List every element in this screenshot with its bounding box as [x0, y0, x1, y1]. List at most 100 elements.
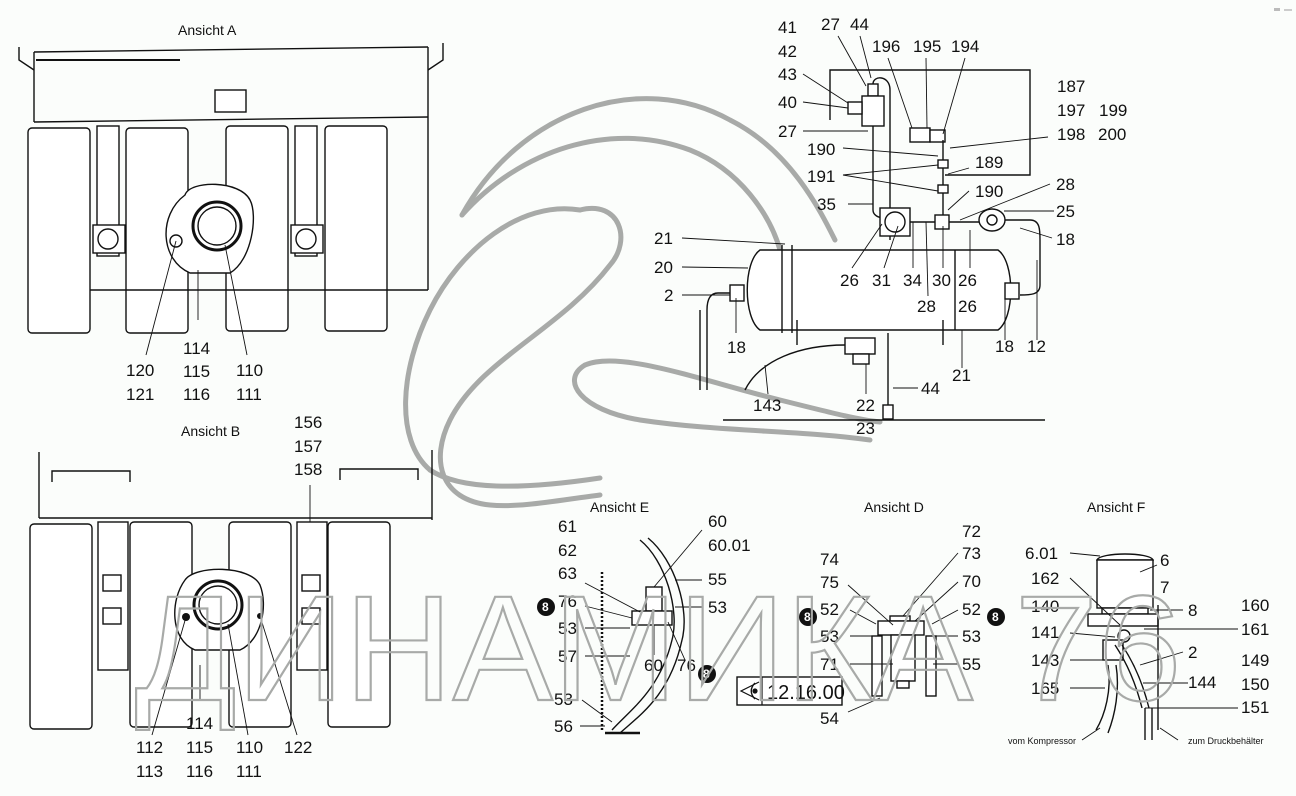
part-label: 40	[778, 93, 797, 112]
part-label: 70	[962, 572, 981, 591]
main-assembly-drawing	[699, 69, 1045, 421]
part-label: 53	[708, 598, 727, 617]
part-label: 55	[708, 570, 727, 589]
part-label: 73	[962, 544, 981, 563]
view-f-labels: Ansicht F 6.01 162 140 141 143 165 6 7 8…	[1008, 499, 1269, 746]
part-label: 113	[136, 762, 163, 781]
part-label: 21	[952, 366, 971, 385]
view-a-title: Ansicht A	[178, 22, 237, 38]
part-label: 20	[654, 258, 673, 277]
svg-text:8: 8	[542, 600, 549, 614]
watermark-text: ДИНАМИКА 76	[135, 564, 1181, 732]
main-assembly-leaders	[681, 35, 1054, 395]
torque-badge: 8	[698, 665, 716, 683]
corner-mark-icon	[1274, 8, 1292, 11]
part-label: 115	[183, 362, 210, 381]
svg-text:8: 8	[703, 667, 710, 681]
part-label: 110	[236, 738, 263, 757]
main-assembly-labels: 41 42 43 40 27 27 44 196 195 194 187 197…	[654, 15, 1127, 438]
part-label: 111	[236, 762, 262, 781]
part-label: 25	[1056, 202, 1075, 221]
part-label: 140	[1031, 597, 1059, 616]
part-label: 28	[917, 297, 936, 316]
part-label: 18	[727, 338, 746, 357]
part-label: 150	[1241, 675, 1269, 694]
part-label: 75	[820, 573, 839, 592]
part-label: 199	[1099, 101, 1127, 120]
part-label: 35	[817, 195, 836, 214]
torque-badge: 8	[799, 608, 817, 626]
part-label: 111	[236, 385, 262, 404]
view-e-labels: Ansicht E 61 62 63 76 53 57 53 56 60 60.…	[554, 499, 751, 736]
part-label: 57	[558, 647, 577, 666]
svg-text:8: 8	[804, 610, 811, 624]
torque-badge: 8	[537, 598, 555, 616]
part-label: 114	[186, 714, 213, 733]
part-label: 30	[932, 271, 951, 290]
part-label: 54	[820, 709, 839, 728]
part-label: 190	[975, 182, 1003, 201]
part-label: 53	[558, 619, 577, 638]
view-d-labels: Ansicht D 74 75 52 53 71 54 72 73 70 52 …	[820, 499, 981, 728]
view-d-title: Ansicht D	[864, 499, 924, 515]
part-label: 26	[958, 271, 977, 290]
part-label: 18	[1056, 230, 1075, 249]
part-label: 198	[1057, 125, 1085, 144]
part-label: 114	[183, 339, 210, 358]
view-e-title: Ansicht E	[590, 499, 649, 515]
part-label: 190	[807, 140, 835, 159]
view-e-drawing	[580, 529, 703, 735]
part-label: 56	[554, 717, 573, 736]
part-label: 144	[1188, 673, 1216, 692]
flow-note-to-tank: zum Druckbehälter	[1188, 736, 1264, 746]
part-label: 42	[778, 42, 797, 61]
part-label: 31	[872, 271, 891, 290]
part-label: 71	[820, 655, 839, 674]
reference-number: 12.16.00	[767, 682, 845, 704]
part-label: 6.01	[1025, 544, 1058, 563]
part-label: 196	[872, 37, 900, 56]
view-b-drawing	[29, 450, 433, 736]
part-label: 60	[644, 656, 663, 675]
view-b-title: Ansicht B	[181, 423, 240, 439]
part-label: 189	[975, 153, 1003, 172]
part-label: 158	[294, 460, 322, 479]
part-label: 55	[962, 655, 981, 674]
part-label: 191	[807, 167, 835, 186]
part-label: 162	[1031, 569, 1059, 588]
part-label: 143	[753, 396, 781, 415]
part-label: 8	[1188, 601, 1197, 620]
part-label: 63	[558, 564, 577, 583]
part-label: 112	[136, 738, 163, 757]
part-label: 116	[183, 385, 210, 404]
part-label: 116	[186, 762, 213, 781]
part-label: 43	[778, 65, 797, 84]
part-label: 165	[1031, 679, 1059, 698]
badge-group: 8 8 8 8	[537, 598, 1005, 683]
part-label: 53	[962, 627, 981, 646]
view-b-labels: Ansicht B 156 157 158 112 113 114 115 11…	[136, 413, 322, 781]
part-label: 194	[951, 37, 979, 56]
part-label: 161	[1241, 620, 1269, 639]
part-label: 195	[913, 37, 941, 56]
part-label: 41	[778, 18, 797, 37]
part-label: 26	[958, 297, 977, 316]
part-label: 62	[558, 541, 577, 560]
part-label: 7	[1160, 578, 1169, 597]
part-label: 72	[962, 522, 981, 541]
part-label: 53	[554, 690, 573, 709]
part-label: 157	[294, 437, 322, 456]
part-label: 2	[1188, 643, 1197, 662]
part-label: 60.01	[708, 536, 751, 555]
flow-note-from-compressor: vom Kompressor	[1008, 736, 1076, 746]
torque-badge: 8	[987, 608, 1005, 626]
part-label: 200	[1098, 125, 1126, 144]
part-label: 44	[921, 379, 940, 398]
view-a-labels: Ansicht A 120 121 114 115 116 110 111	[126, 22, 263, 404]
reference-box[interactable]: 12.16.00	[736, 676, 845, 706]
part-label: 115	[186, 738, 213, 757]
part-label: 197	[1057, 101, 1085, 120]
part-label: 52	[820, 600, 839, 619]
part-label: 187	[1057, 77, 1085, 96]
